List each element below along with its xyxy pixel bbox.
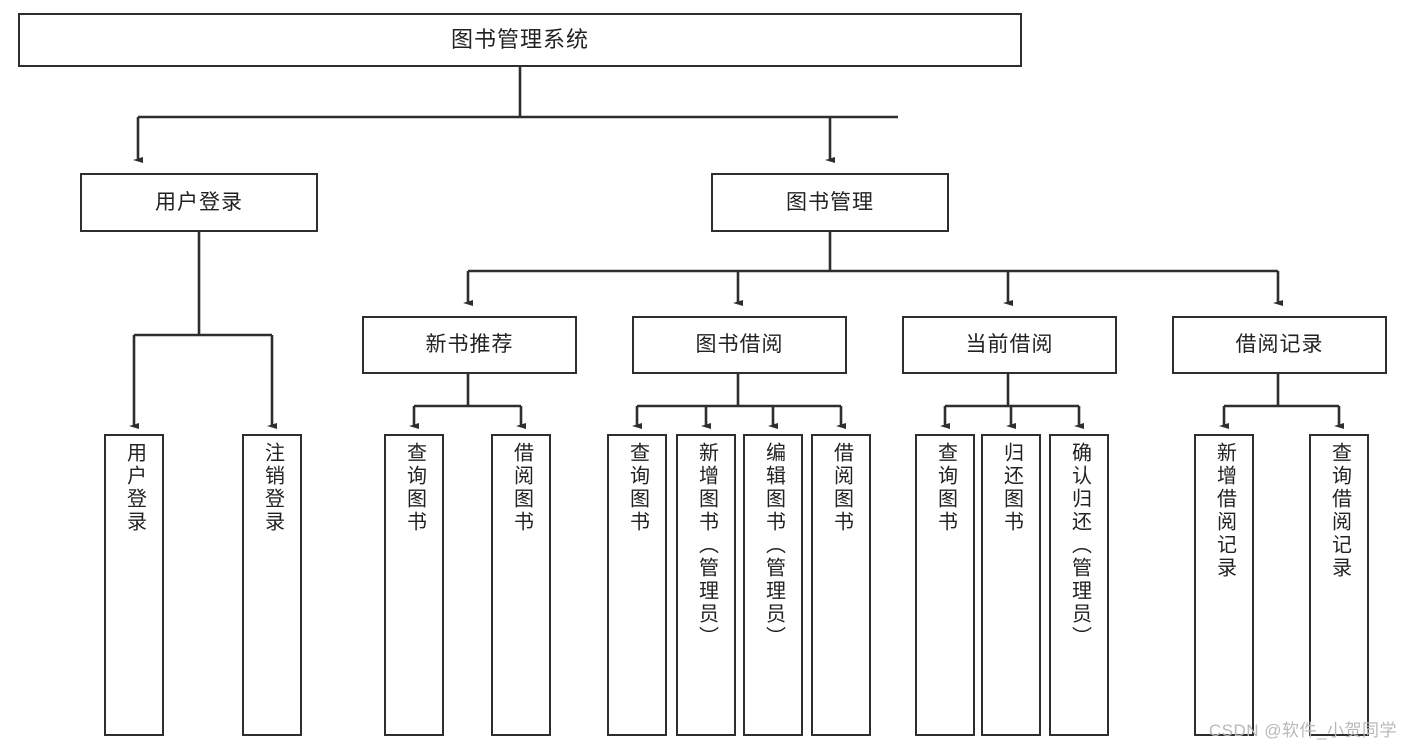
leaf-current-query-book[interactable]: 查询图书 — [915, 434, 975, 736]
watermark: CSDN @软件_小贺同学 — [1208, 721, 1397, 740]
node-book-management[interactable]: 图书管理 — [711, 173, 949, 232]
leaf-borrow-query-book[interactable]: 查询图书 — [607, 434, 667, 736]
leaf-current-return-book[interactable]: 归还图书 — [981, 434, 1041, 736]
node-book-borrow[interactable]: 图书借阅 — [632, 316, 847, 374]
node-root-system[interactable]: 图书管理系统 — [18, 13, 1022, 67]
leaf-recommend-borrow-book[interactable]: 借阅图书 — [491, 434, 551, 736]
leaf-record-query-record[interactable]: 查询借阅记录 — [1309, 434, 1369, 736]
node-current-borrow[interactable]: 当前借阅 — [902, 316, 1117, 374]
leaf-recommend-query-book[interactable]: 查询图书 — [384, 434, 444, 736]
leaf-user-login-login[interactable]: 用户登录 — [104, 434, 164, 736]
leaf-current-confirm-return-admin[interactable]: 确认归还（管理员） — [1049, 434, 1109, 736]
leaf-record-add-record[interactable]: 新增借阅记录 — [1194, 434, 1254, 736]
leaf-borrow-edit-book-admin[interactable]: 编辑图书（管理员） — [743, 434, 803, 736]
node-borrow-record[interactable]: 借阅记录 — [1172, 316, 1387, 374]
leaf-user-login-logout[interactable]: 注销登录 — [242, 434, 302, 736]
leaf-borrow-borrow-book[interactable]: 借阅图书 — [811, 434, 871, 736]
node-new-book-recommend[interactable]: 新书推荐 — [362, 316, 577, 374]
leaf-borrow-add-book-admin[interactable]: 新增图书（管理员） — [676, 434, 736, 736]
node-user-login[interactable]: 用户登录 — [80, 173, 318, 232]
